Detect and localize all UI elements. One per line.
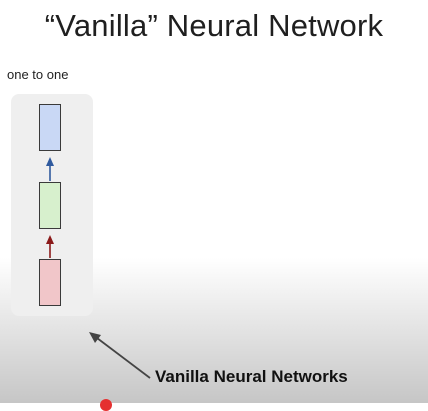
input-box (39, 259, 61, 306)
cursor-dot-icon (100, 399, 112, 411)
annotation-label: Vanilla Neural Networks (155, 367, 348, 386)
output-box (39, 104, 61, 151)
diagram-subtitle: one to one (7, 67, 69, 82)
hidden-box (39, 182, 61, 229)
slide-title: “Vanilla” Neural Network (44, 8, 384, 43)
pointer-arrow (89, 332, 151, 379)
